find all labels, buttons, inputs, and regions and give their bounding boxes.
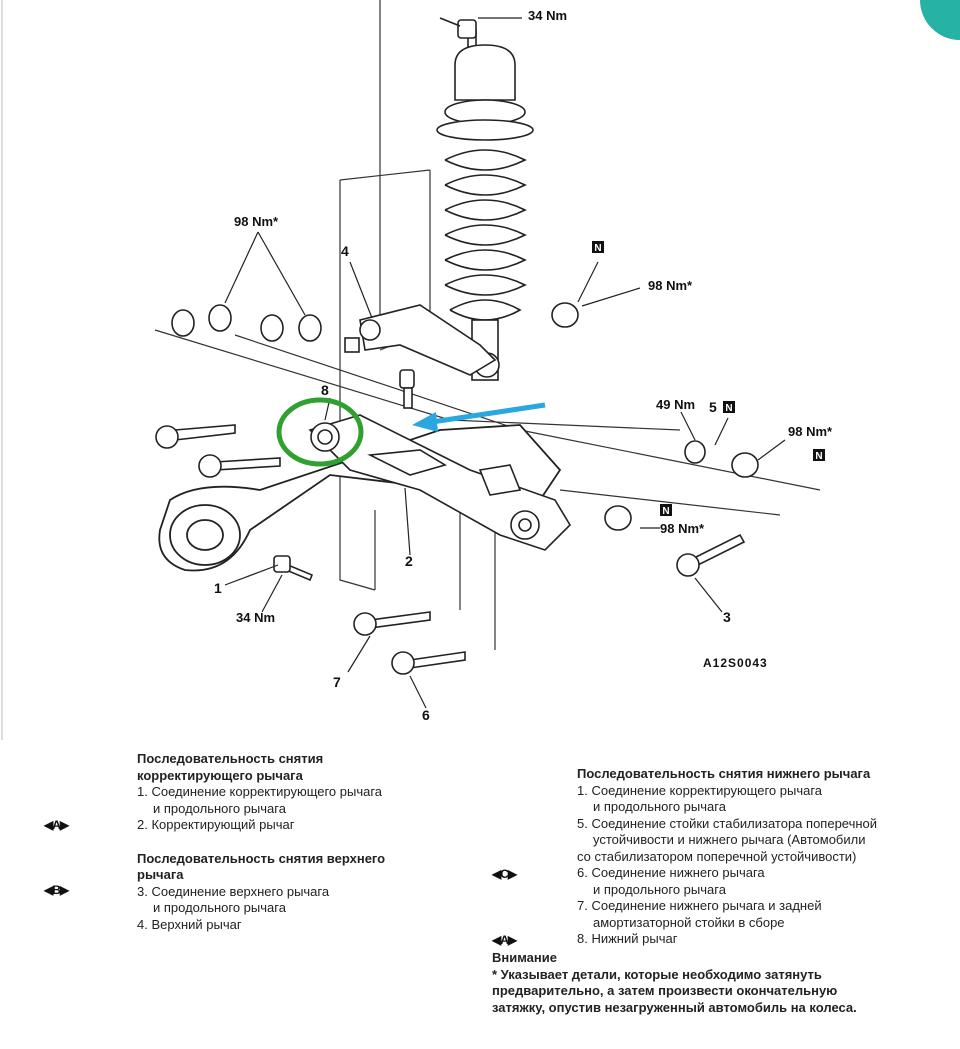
callout-2: 2 — [405, 553, 413, 569]
torque-49-label: 49 Nm — [656, 397, 695, 412]
callout-4: 4 — [341, 243, 349, 259]
pointer-arrow — [412, 402, 546, 432]
right-item: 7. Соединение нижнего рычага и задней — [577, 898, 822, 913]
torque-right-top-label: 98 Nm* — [648, 278, 693, 293]
torque-bottom-label: 34 Nm — [236, 610, 275, 625]
marker-a-text: A — [52, 818, 61, 832]
upper-arm — [344, 304, 497, 376]
callout-7: 7 — [333, 674, 341, 690]
highlight-circle — [276, 397, 364, 467]
leader-lines — [224, 17, 786, 709]
section2-item: и продольного рычага — [153, 900, 286, 915]
section2-title: Последовательность снятия верхнего — [137, 850, 386, 866]
right-item: 5. Соединение стойки стабилизатора попер… — [577, 815, 878, 831]
n-badge-3: N — [815, 451, 822, 462]
marker-c-text: C — [500, 867, 509, 881]
lower-arm — [308, 414, 572, 551]
right-item: со стабилизатором поперечной устойчивост… — [577, 848, 857, 864]
right-item: амортизаторной стойки в сборе — [593, 914, 785, 930]
callout-8: 8 — [321, 382, 329, 398]
callout-6: 6 — [422, 707, 430, 723]
shock-absorber — [436, 29, 534, 381]
note-line: предварительно, а затем произвести оконч… — [492, 983, 838, 998]
n-badge-2: N — [725, 403, 732, 414]
right-item: 6. Соединение нижнего рычага — [577, 865, 765, 880]
section1-item: и продольного рычага — [153, 800, 286, 816]
marker-b-text: B — [52, 883, 61, 897]
note-block: Внимание * Указывает детали, которые нео… — [492, 950, 932, 1016]
bolts — [155, 17, 759, 675]
marker-a-left: ◀A▶ — [44, 818, 69, 832]
marker-c: ◀C▶ — [492, 867, 517, 881]
right-item: устойчивости и нижнего рычага (Автомобил… — [593, 832, 866, 847]
stabilizer-link — [399, 369, 415, 409]
n-badge-4: N — [662, 506, 669, 517]
legend-right: Последовательность снятия нижнего рычага… — [577, 766, 947, 948]
torque-right-label: 98 Nm* — [788, 424, 833, 439]
section1-item: 1. Соединение корректирующего рычага — [137, 784, 383, 799]
n-badges: N N N N — [592, 241, 825, 517]
section2-item: 4. Верхний рычаг — [137, 916, 242, 932]
legend-left: Последовательность снятия корректирующег… — [137, 751, 437, 933]
right-item: 8. Нижний рычаг — [577, 931, 678, 946]
section2-title-2: рычага — [137, 867, 184, 882]
torque-left-label: 98 Nm* — [234, 214, 279, 229]
note-title: Внимание — [492, 950, 557, 965]
marker-a-right-text: A — [500, 933, 509, 947]
note-line: * Указывает детали, которые необходимо з… — [492, 966, 822, 982]
section1-title-2: корректирующего рычага — [137, 767, 303, 783]
right-item: и продольного рычага — [593, 881, 726, 897]
torque-top-label: 34 Nm — [528, 8, 567, 23]
marker-a-right: ◀A▶ — [492, 933, 517, 947]
note-line: затяжку, опустив незагруженный автомобил… — [492, 999, 857, 1015]
right-item: 1. Соединение корректирующего рычага — [577, 782, 823, 798]
suspension-diagram: 34 Nm 98 Nm* 98 Nm* 49 Nm 98 Nm* 98 Nm* … — [1, 0, 833, 740]
figure-code: A12S0043 — [703, 656, 768, 670]
right-item: и продольного рычага — [593, 799, 726, 814]
callout-3: 3 — [723, 609, 731, 625]
callout-5: 5 — [709, 399, 717, 415]
trailing-arm — [158, 424, 562, 572]
right-title: Последовательность снятия нижнего рычага — [577, 766, 871, 781]
section1-item: 2. Корректирующий рычаг — [137, 817, 295, 832]
n-badge-1: N — [594, 243, 601, 254]
section2-item: 3. Соединение верхнего рычага — [137, 883, 330, 899]
marker-b: ◀B▶ — [44, 883, 69, 897]
section1-title: Последовательность снятия — [137, 751, 324, 766]
callout-1: 1 — [214, 580, 222, 596]
torque-lower-label: 98 Nm* — [660, 521, 705, 536]
